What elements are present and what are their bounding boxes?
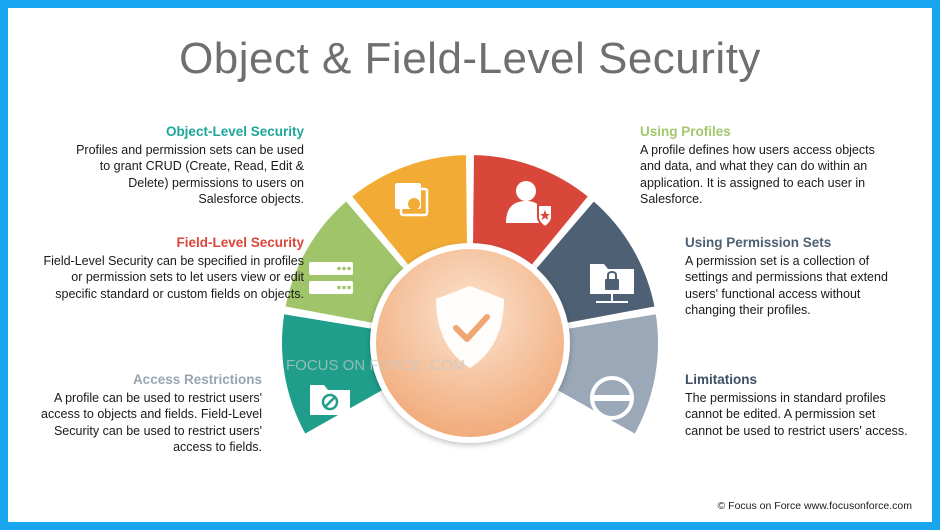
security-wheel-diagram: FOCUS ON FORCE .COM [278, 150, 662, 443]
access-restrictions-heading: Access Restrictions [132, 372, 262, 387]
access-restrictions-text: A profile can be used to restrict users'… [41, 390, 262, 455]
using-profiles-text: A profile defines how users access objec… [640, 142, 875, 207]
folder-restrict-icon [310, 385, 350, 415]
object-level-security-heading: Object-Level Security [165, 124, 304, 139]
field-level-security-text: Field-Level Security can be specified in… [43, 253, 304, 301]
access-restrictions-block: Access Restrictions A profile can be use… [32, 372, 262, 456]
shield-check-icon [436, 286, 504, 368]
limitations-block: Limitations The permissions in standard … [685, 372, 910, 439]
copyright-text: © Focus on Force www.focusonforce.com [717, 500, 912, 512]
using-profiles-heading: Using Profiles [640, 124, 731, 139]
using-permission-sets-text: A permission set is a collection of sett… [685, 253, 888, 318]
watermark-text: FOCUS ON FORCE .COM [286, 357, 465, 374]
object-layers-icon [395, 183, 429, 217]
infographic-frame: Object & Field-Level Security FOCUS ON F… [8, 8, 932, 522]
user-badge-icon [506, 181, 553, 229]
limitations-text: The permissions in standard profiles can… [685, 390, 908, 438]
object-level-security-block: Object-Level Security Profiles and permi… [74, 124, 304, 208]
using-profiles-block: Using Profiles A profile defines how use… [640, 124, 880, 208]
page-title: Object & Field-Level Security [179, 34, 761, 83]
object-level-security-text: Profiles and permission sets can be used… [76, 142, 304, 207]
using-permission-sets-block: Using Permission Sets A permission set i… [685, 235, 910, 319]
using-permission-sets-heading: Using Permission Sets [685, 235, 832, 250]
field-level-security-heading: Field-Level Security [176, 235, 304, 250]
field-level-security-block: Field-Level Security Field-Level Securit… [32, 235, 304, 302]
no-entry-icon [590, 376, 634, 420]
limitations-heading: Limitations [685, 372, 758, 387]
lock-folder-icon [590, 264, 634, 303]
server-icon [309, 262, 353, 294]
